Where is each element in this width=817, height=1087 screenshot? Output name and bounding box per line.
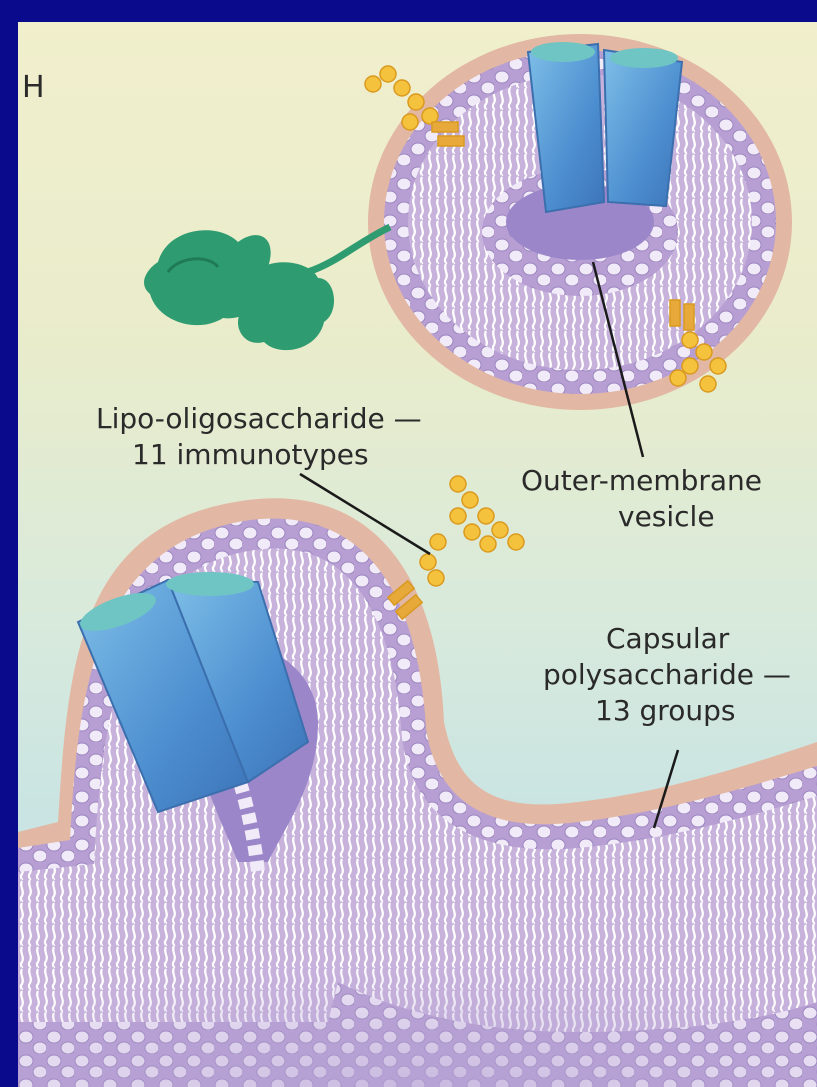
capsular-label-line3: 13 groups — [595, 694, 735, 728]
outer-membrane-vesicle — [365, 34, 792, 410]
capsular-label-line1: Capsular — [606, 622, 729, 656]
diagram-panel: H Lipo-oligosaccharide — 11 immunotypes … — [18, 22, 817, 1087]
edge-label-fragment: H — [22, 70, 45, 105]
lipo-label-line1: Lipo-oligosaccharide — — [96, 402, 422, 436]
capsular-label-line2: polysaccharide — — [543, 658, 791, 692]
bacterial-outer-membrane — [18, 476, 817, 1087]
lipo-label-line2: 11 immunotypes — [132, 438, 369, 472]
omv-label-line1: Outer-membrane — [521, 464, 762, 498]
green-protein-icon — [144, 227, 390, 350]
membrane-diagram — [18, 22, 817, 1087]
omv-label-line2: vesicle — [618, 500, 715, 534]
